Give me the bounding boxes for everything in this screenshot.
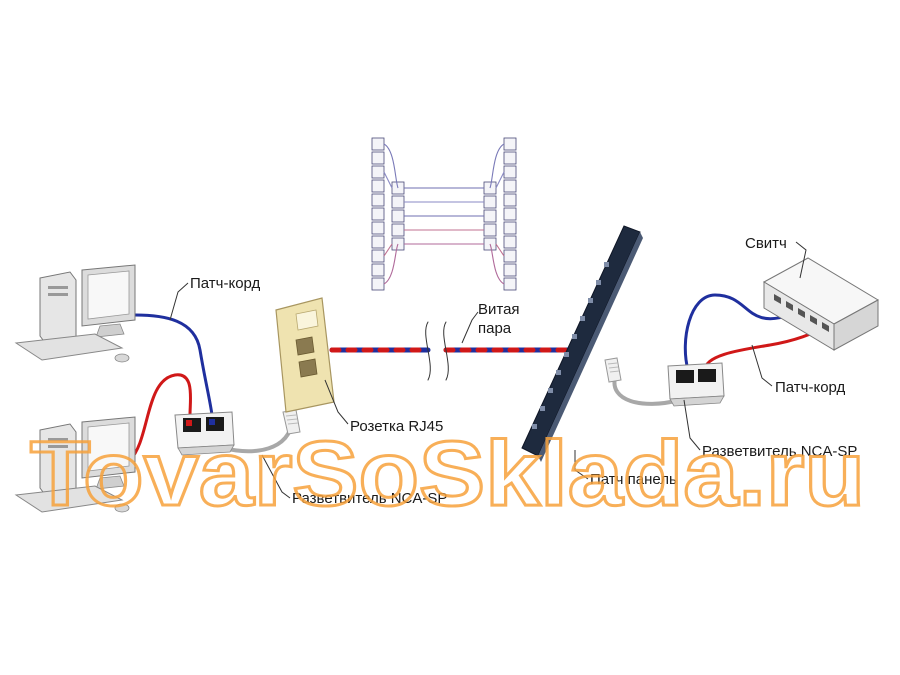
- rj45-plug-right: [604, 357, 622, 383]
- grey-cable-right: [612, 376, 682, 406]
- splitter-left: [174, 411, 235, 456]
- label-twisted-pair-line2: пара: [478, 320, 512, 337]
- cables: [128, 293, 830, 462]
- label-switch: Свитч: [745, 235, 787, 252]
- computer-top: [14, 264, 136, 363]
- patch-cord-red-left: [128, 373, 193, 462]
- splitter-right: [667, 362, 725, 407]
- computer-bottom: [14, 416, 136, 513]
- twisted-pair-wiring-schematic: [371, 137, 517, 291]
- label-patch-cord-left: Патч-корд: [190, 275, 261, 292]
- labels: Патч-корд Розетка RJ45 Витая пара Развет…: [190, 235, 857, 507]
- patch-cord-blue-right: [683, 293, 792, 372]
- label-splitter-right: Разветвитель NCA-SP: [702, 443, 857, 460]
- label-socket-rj45: Розетка RJ45: [350, 418, 443, 435]
- cable-break-marks: [425, 321, 449, 381]
- network-switch: [762, 257, 880, 351]
- label-patch-panel: Патч панель: [590, 471, 677, 488]
- patch-panel: [521, 225, 643, 462]
- rj45-wall-socket: [275, 297, 335, 413]
- patch-cord-blue-left: [133, 313, 214, 417]
- label-patch-cord-right: Патч-корд: [775, 379, 846, 396]
- watermark: TovarSoSklada.ru: [30, 423, 865, 525]
- leader-lines: [169, 241, 807, 499]
- label-splitter-left: Разветвитель NCA-SP: [292, 490, 447, 507]
- label-twisted-pair-line1: Витая: [478, 301, 520, 318]
